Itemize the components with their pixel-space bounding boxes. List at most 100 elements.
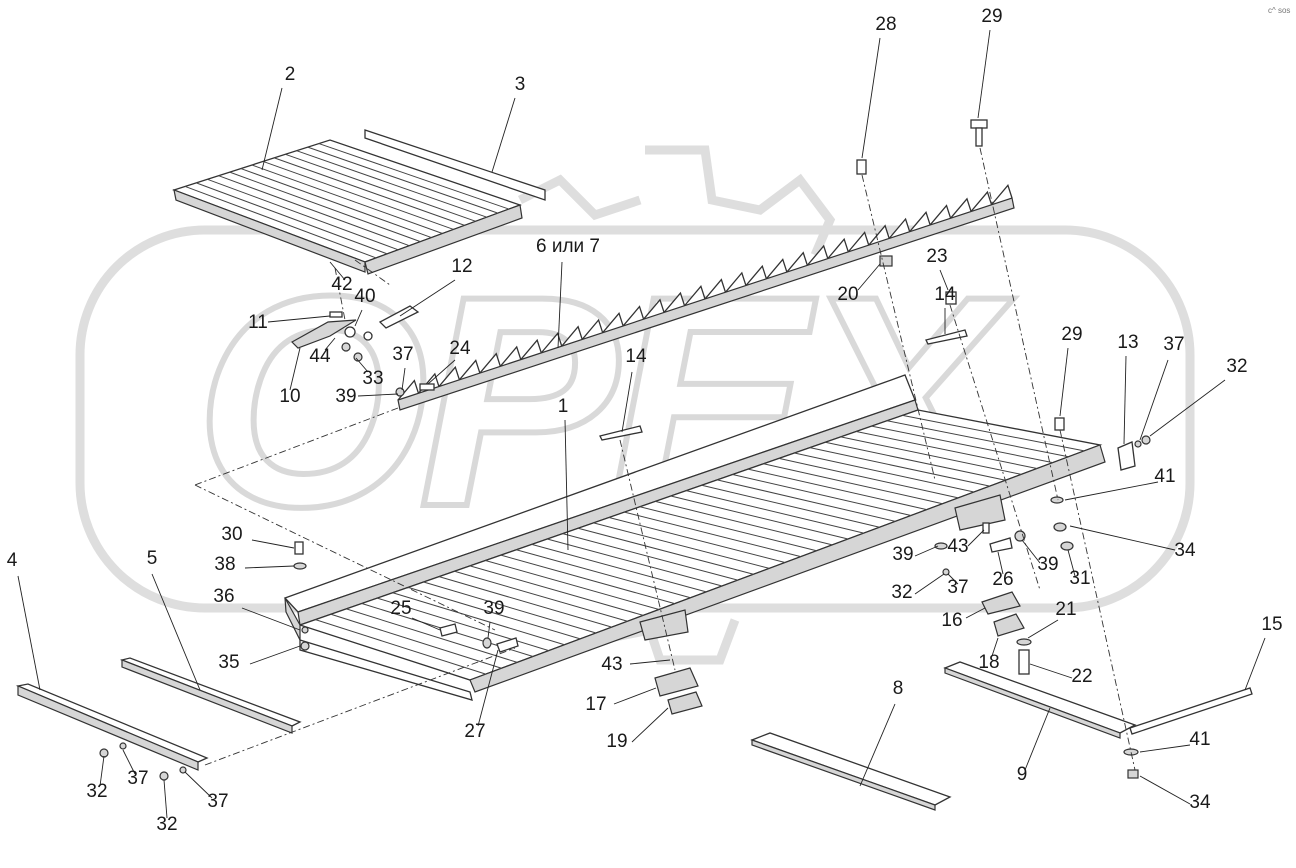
- callout-label-c37d: 37: [127, 768, 148, 789]
- part-25-bolt: [439, 623, 458, 637]
- callout-label-c33: 33: [362, 368, 383, 389]
- leader-line-c1: [564, 419, 569, 551]
- upper-sieve-slat: [196, 182, 388, 255]
- leader-line-c16: [965, 607, 986, 619]
- main-sieve-slat: [871, 425, 1053, 464]
- leader-line-c29b: [1059, 347, 1069, 417]
- assembly-lines: [194, 147, 1136, 771]
- callout-label-c27: 27: [464, 721, 485, 742]
- leader-line-c40: [354, 309, 363, 327]
- main-sieve-slat: [469, 565, 644, 616]
- main-sieve-slat: [887, 420, 1069, 458]
- main-sieve-slat: [717, 479, 896, 522]
- upper-sieve-slat: [262, 160, 454, 230]
- callout-label-c41b: 41: [1189, 729, 1210, 750]
- part-41-washer: [1123, 748, 1139, 756]
- fasteners-group-right: [934, 435, 1151, 576]
- callout-label-c11: 11: [248, 312, 268, 333]
- main-sieve-slat: [624, 511, 801, 558]
- callout-label-c21: 21: [1055, 599, 1076, 620]
- callout-label-c25: 25: [390, 598, 411, 619]
- callout-label-c17: 17: [585, 694, 606, 715]
- main-sieve-slat: [686, 490, 864, 534]
- part-16-clamp: [981, 591, 1021, 615]
- callout-label-c32d: 32: [156, 814, 177, 835]
- callout-label-c37a: 37: [392, 344, 413, 365]
- callout-label-c37e: 37: [207, 791, 228, 812]
- callout-label-c29b: 29: [1061, 324, 1082, 345]
- part-6-7-comb: [397, 184, 1015, 411]
- main-sieve-slat: [531, 543, 707, 593]
- upper-sieve-slat: [285, 153, 476, 222]
- part-14-plate-b: [925, 329, 968, 345]
- main-sieve-slat: [485, 560, 660, 610]
- callout-label-c43b: 43: [601, 654, 622, 675]
- callout-label-c39a: 39: [335, 386, 356, 407]
- leader-line-c9: [1024, 707, 1051, 771]
- leader-line-c14a: [621, 371, 633, 433]
- part-15-rod: [1129, 687, 1253, 735]
- callout-label-c42: 42: [331, 274, 352, 295]
- leader-line-c22: [1029, 663, 1073, 679]
- leader-line-c39d: [487, 621, 491, 639]
- part-34-nut: [1127, 769, 1139, 779]
- upper-sieve-slat: [274, 157, 465, 226]
- main-sieve-slat: [670, 495, 849, 540]
- main-sieve-slat: [438, 576, 612, 628]
- main-sieve-slat: [639, 506, 817, 552]
- callout-label-c18: 18: [978, 652, 999, 673]
- main-sieve-slat: [577, 527, 754, 575]
- leader-line-c8: [859, 703, 896, 787]
- part-17-clamp: [654, 667, 699, 697]
- main-sieve-slat: [701, 484, 880, 528]
- callout-label-c2: 2: [285, 64, 296, 85]
- main-sieve-slat: [562, 533, 738, 581]
- callout-label-c13: 13: [1117, 332, 1138, 353]
- leader-line-c6or7: [557, 261, 563, 349]
- callout-label-c32a: 32: [1226, 356, 1247, 377]
- part-21-washer: [1016, 638, 1032, 646]
- upper-sieve-slat: [251, 164, 443, 234]
- callout-label-c34a: 34: [1174, 540, 1196, 561]
- leader-line-c11: [267, 315, 331, 323]
- callout-label-c10: 10: [279, 386, 300, 407]
- callout-label-c32b: 32: [891, 582, 912, 603]
- leader-line-c35: [249, 645, 301, 665]
- callout-label-c34b: 34: [1189, 792, 1211, 813]
- callout-label-c9: 9: [1017, 764, 1028, 785]
- main-sieve-slat: [778, 457, 959, 499]
- callout-label-c29a: 29: [981, 6, 1002, 27]
- part-14-plate-a: [599, 425, 643, 441]
- callout-label-c23: 23: [926, 246, 947, 267]
- leader-line-c41b: [1139, 744, 1191, 753]
- callout-label-c39c: 39: [1037, 554, 1058, 575]
- main-sieve-slat: [608, 517, 786, 563]
- main-sieve-slat: [732, 474, 912, 516]
- leader-line-c32b: [914, 573, 945, 595]
- part-2-upper-sieve: [172, 139, 523, 275]
- main-sieve-slat: [423, 581, 597, 634]
- leader-line-c37d: [122, 749, 136, 775]
- leader-line-c39b: [914, 545, 939, 557]
- callout-label-c4: 4: [7, 550, 18, 571]
- leader-line-c29a: [977, 29, 991, 119]
- leader-line-c25: [411, 617, 441, 631]
- part-13-bracket: [1117, 441, 1136, 471]
- callout-label-c30: 30: [221, 524, 242, 545]
- leader-line-c44: [324, 337, 336, 351]
- leader-line-c12: [399, 279, 456, 317]
- leader-line-c42: [329, 261, 346, 281]
- leader-line-c33: [355, 357, 369, 373]
- callout-label-c38: 38: [214, 554, 235, 575]
- callout-label-c16: 16: [941, 610, 962, 631]
- main-sieve-slat: [547, 538, 723, 587]
- fasteners-group-lower-left: [293, 541, 310, 651]
- callout-label-c22: 22: [1071, 666, 1092, 687]
- callout-label-c6or7: 6 или 7: [536, 236, 600, 257]
- leader-line-c36: [241, 607, 301, 631]
- leader-line-c31: [1067, 549, 1076, 577]
- callout-label-c44: 44: [309, 346, 331, 367]
- part-1-main-sieve: [283, 374, 1106, 701]
